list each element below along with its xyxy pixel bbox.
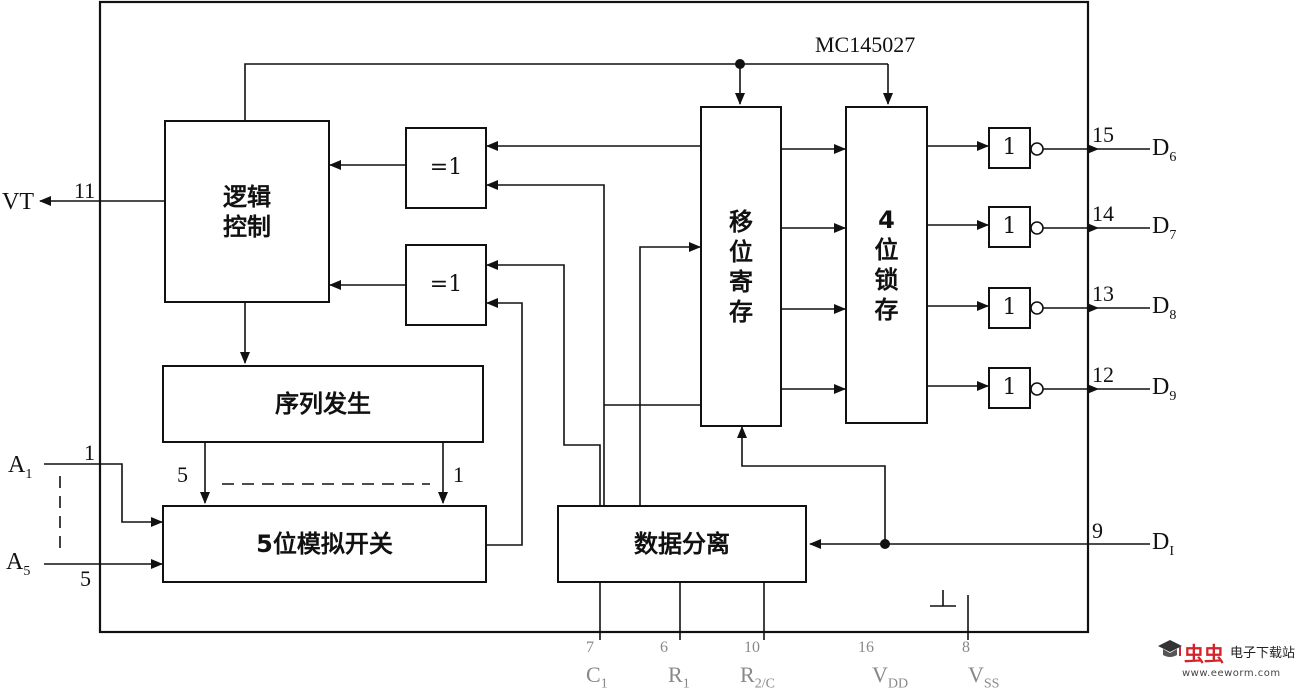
junction-dot: [735, 59, 745, 69]
pin-vt-name: VT: [2, 189, 34, 215]
sequence-generator-label: 序列发生: [275, 390, 371, 418]
latch-label: 4 位 锁 存: [874, 206, 899, 324]
analog-switch-label: 5位模拟开关: [256, 530, 393, 558]
pin-vss-num: 8: [962, 639, 970, 656]
pin-di-num: 9: [1092, 518, 1103, 543]
data-separator-label: 数据分离: [634, 530, 730, 558]
pin-r1-label: R1: [668, 662, 690, 692]
logic-control-block: 逻辑 控制: [164, 120, 330, 303]
pin-d6-num: 15: [1092, 122, 1114, 147]
pin-c1-label: C1: [586, 662, 608, 692]
switch-label-left: 5: [177, 462, 188, 487]
pin-a1-label: A1: [8, 452, 33, 482]
watermark-url: www.eeworm.com: [1182, 668, 1281, 679]
inverter-3: 1: [988, 287, 1031, 329]
inverter-4: 1: [988, 367, 1031, 409]
pin-vdd-num: 16: [858, 639, 874, 656]
watermark-logo: 虫虫 电子下载站 www.eeworm.com: [1156, 634, 1302, 690]
pin-r1-num: 6: [660, 639, 668, 656]
junction-dot: [880, 539, 890, 549]
inverter-bubble: [1030, 382, 1044, 396]
pin-a5-label: A5: [6, 549, 31, 579]
pin-d9-label: D9: [1152, 374, 1177, 404]
xor-gate-bottom: =1: [405, 244, 487, 326]
pin-d9-num: 12: [1092, 362, 1114, 387]
xor-bottom-label: =1: [429, 272, 463, 298]
chip-name: MC145027: [815, 32, 916, 57]
pin-d7-label: D7: [1152, 213, 1177, 243]
inverter-bubble: [1030, 301, 1044, 315]
pin-vss-label: VSS: [968, 662, 1000, 692]
pin-d6-label: D6: [1152, 135, 1177, 165]
pin-a5-num: 5: [80, 566, 91, 591]
logic-control-label: 逻辑 控制: [223, 182, 271, 241]
latch-block: 4 位 锁 存: [845, 106, 928, 424]
pin-c1-num: 7: [586, 639, 594, 656]
watermark-brand: 虫虫: [1184, 642, 1224, 666]
shift-register-label: 移 位 寄 存: [729, 207, 753, 326]
xor-gate-top: =1: [405, 127, 487, 209]
analog-switch-block: 5位模拟开关: [162, 505, 487, 583]
pin-vt-num: 11: [74, 178, 96, 203]
inverter-bubble: [1030, 142, 1044, 156]
pin-d8-label: D8: [1152, 293, 1177, 323]
inverter-bubble: [1030, 221, 1044, 235]
sequence-generator-block: 序列发生: [162, 365, 484, 443]
top-bus: [244, 63, 888, 120]
chip-outline: [98, 0, 1090, 634]
pin-a1-num: 1: [84, 440, 95, 465]
pin-di-label: DI: [1152, 529, 1175, 559]
pin-r2c2-label: R2/C: [740, 662, 775, 692]
inverter-2: 1: [988, 206, 1031, 248]
data-separator-block: 数据分离: [557, 505, 807, 583]
shift-register-block: 移 位 寄 存: [700, 106, 782, 427]
graduation-cap-icon: [1158, 640, 1182, 657]
pin-d8-num: 13: [1092, 281, 1114, 306]
pin-d7-num: 14: [1092, 201, 1114, 226]
watermark-tagline: 电子下载站: [1230, 646, 1296, 661]
xor-top-label: =1: [429, 155, 463, 181]
inverter-1: 1: [988, 127, 1031, 169]
pin-r2c2-num: 10: [744, 639, 760, 656]
switch-label-right: 1: [453, 462, 464, 487]
pin-vdd-label: VDD: [872, 662, 909, 692]
